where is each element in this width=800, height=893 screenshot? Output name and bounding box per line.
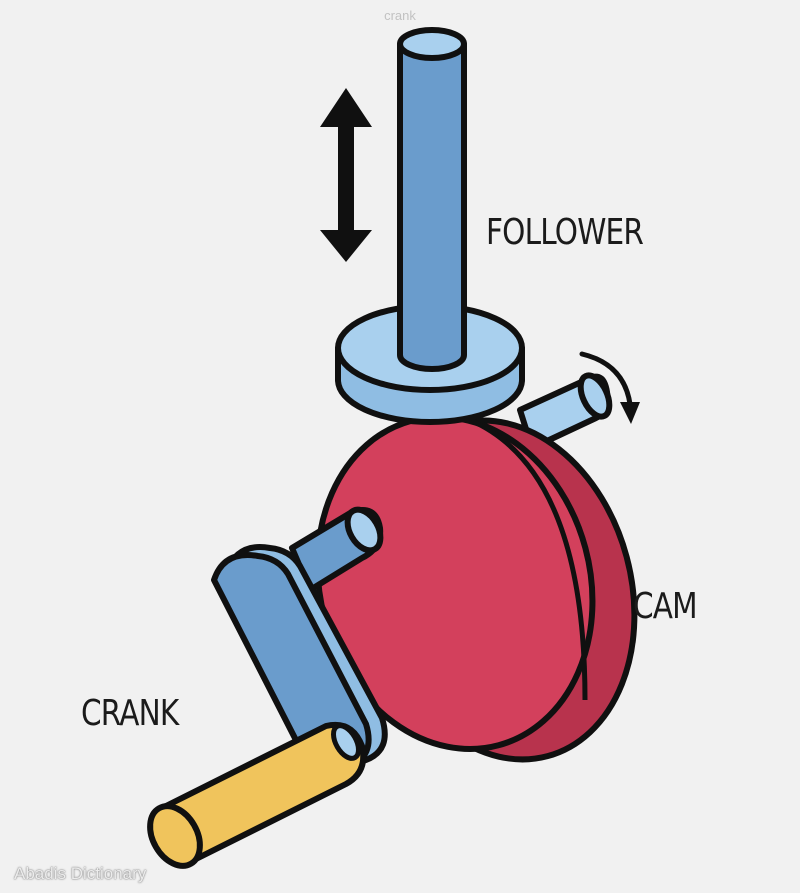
watermark: Abadis Dictionary	[14, 864, 147, 883]
cam-shaft	[517, 372, 613, 451]
page-caption: crank	[384, 8, 416, 23]
double-headed-arrow-icon	[320, 88, 372, 262]
crank-handle	[147, 722, 367, 869]
cam-label: CAM	[633, 586, 698, 627]
crank-arm	[211, 544, 388, 773]
follower-rod	[397, 27, 467, 372]
cam	[314, 414, 638, 763]
follower-label: FOLLOWER	[486, 212, 644, 253]
curved-rotation-arrow-icon	[579, 351, 640, 424]
crank-label: CRANK	[81, 693, 179, 734]
crank-shaft	[289, 506, 384, 593]
